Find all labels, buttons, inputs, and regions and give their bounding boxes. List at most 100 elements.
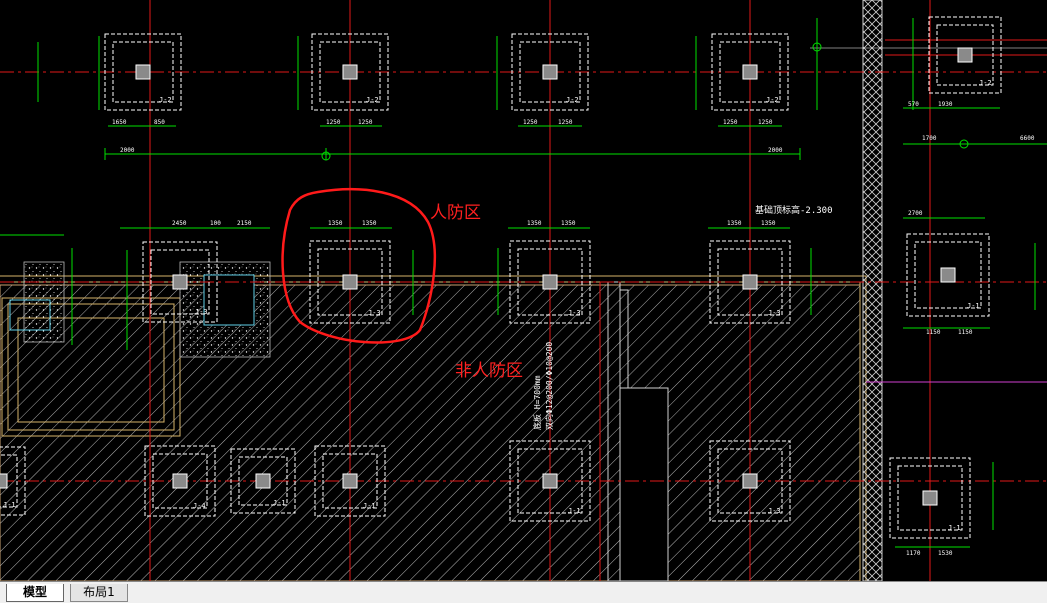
footing[interactable]: J-2 xyxy=(511,33,589,111)
footing-label: J-4 xyxy=(193,502,206,510)
footing-outline xyxy=(928,16,1002,94)
column xyxy=(172,473,188,489)
dim-text: 1350 xyxy=(761,220,776,227)
footing-step xyxy=(936,24,994,86)
footing-outline xyxy=(709,440,791,522)
footing[interactable]: J-1 xyxy=(0,446,26,516)
cad-drawing-canvas[interactable]: 1650 850 1250 1250 1250 1250 1250 1250 5… xyxy=(0,0,1047,581)
footing[interactable]: J-1 xyxy=(906,233,990,317)
footing-step xyxy=(717,448,783,514)
dim-text: 1350 xyxy=(561,220,576,227)
dim-text: 2150 xyxy=(237,220,252,227)
dim-text: 1250 xyxy=(723,119,738,126)
footing-label: J-1 xyxy=(948,524,961,532)
dim-text: 850 xyxy=(154,119,165,126)
dim-text: 100 xyxy=(210,220,221,227)
dim-text: 1250 xyxy=(326,119,341,126)
column xyxy=(742,274,758,290)
dim-text: 1170 xyxy=(906,550,921,557)
cad-model-viewport[interactable]: 1650 850 1250 1250 1250 1250 1250 1250 5… xyxy=(0,0,1047,581)
footing-step xyxy=(517,248,583,316)
dim-text: 2450 xyxy=(172,220,187,227)
dim-text: 1150 xyxy=(958,329,973,336)
footing-step xyxy=(0,454,18,508)
concrete-patch xyxy=(9,261,271,358)
sump-pit xyxy=(607,281,669,581)
footing-label: J-1 xyxy=(273,499,286,507)
dim-text: 1250 xyxy=(558,119,573,126)
cross-hatch-wall xyxy=(862,0,883,581)
footing-label: J-3 xyxy=(568,309,581,317)
dim-text: 6600 xyxy=(1020,135,1035,142)
footing-outline xyxy=(311,33,389,111)
footing[interactable]: J-1 xyxy=(230,448,296,514)
dim-text: 2000 xyxy=(768,147,783,154)
footing[interactable]: J-2 xyxy=(311,33,389,111)
footing[interactable]: J-3 xyxy=(309,240,391,324)
footing-label: J-3 xyxy=(768,507,781,515)
dim-text: 2000 xyxy=(120,147,135,154)
column xyxy=(542,473,558,489)
footing-step xyxy=(319,41,381,103)
footing[interactable]: J-2 xyxy=(711,33,789,111)
footing-label: J-3 xyxy=(768,309,781,317)
tab-layout1[interactable]: 布局1 xyxy=(70,584,128,602)
dim-text: 1930 xyxy=(938,101,953,108)
footing-outline xyxy=(104,33,182,111)
column xyxy=(542,274,558,290)
footing-label: J-2 xyxy=(159,96,172,104)
footing-label: J-3 xyxy=(368,309,381,317)
footing-label: J-1 xyxy=(363,502,376,510)
footing[interactable]: J-1 xyxy=(314,445,386,517)
dim-text: 1250 xyxy=(523,119,538,126)
annotation-civil-defense: 人防区 xyxy=(430,203,481,223)
dim-text: 1150 xyxy=(926,329,941,336)
annotation-non-civil-defense: 非人防区 xyxy=(455,361,523,381)
column xyxy=(172,274,188,290)
column xyxy=(0,473,8,489)
footing-label: J-1 xyxy=(967,302,980,310)
footing[interactable]: J-3 xyxy=(142,241,218,323)
footing-step xyxy=(152,453,208,509)
footing-label: J-1 xyxy=(3,501,16,509)
footing-label: J-2 xyxy=(566,96,579,104)
footing-outline xyxy=(509,240,591,324)
column xyxy=(922,490,938,506)
footing[interactable]: J-4 xyxy=(144,445,216,517)
dim-text: 1250 xyxy=(358,119,373,126)
layout-tab-bar: 模型 布局1 xyxy=(0,581,1047,603)
column xyxy=(742,473,758,489)
footing-outline xyxy=(309,240,391,324)
footing[interactable]: J-3 xyxy=(509,240,591,324)
slab-note: 底板 H=700mm xyxy=(532,375,542,430)
dim-text: 1250 xyxy=(758,119,773,126)
footing[interactable]: J-2 xyxy=(928,16,1002,94)
footing-step xyxy=(914,241,982,309)
footing-outline xyxy=(511,33,589,111)
footing-step xyxy=(150,249,210,315)
footing[interactable]: J-2 xyxy=(104,33,182,111)
footing-outline xyxy=(509,440,591,522)
column xyxy=(940,267,956,283)
footing[interactable]: J-1 xyxy=(509,440,591,522)
footing-step xyxy=(717,248,783,316)
dim-text: 1350 xyxy=(527,220,542,227)
dim-text: 1350 xyxy=(727,220,742,227)
footing[interactable]: J-3 xyxy=(709,440,791,522)
footing-outline xyxy=(314,445,386,517)
footing[interactable]: J-1 xyxy=(889,457,971,539)
column xyxy=(342,274,358,290)
column xyxy=(255,473,271,489)
footing-step xyxy=(719,41,781,103)
footing-label: J-2 xyxy=(979,79,992,87)
dim-text: 2700 xyxy=(908,210,923,217)
dimension-texts: 1650 850 1250 1250 1250 1250 1250 1250 5… xyxy=(112,101,1035,557)
footing-outline xyxy=(711,33,789,111)
hatch-area xyxy=(0,284,861,581)
dim-text: 1350 xyxy=(362,220,377,227)
rebar-note: 双向Φ12@200/Φ10@200 xyxy=(544,342,554,430)
footing[interactable]: J-3 xyxy=(709,240,791,324)
footing-step xyxy=(517,448,583,514)
tab-model[interactable]: 模型 xyxy=(6,584,64,602)
footing-outline xyxy=(709,240,791,324)
